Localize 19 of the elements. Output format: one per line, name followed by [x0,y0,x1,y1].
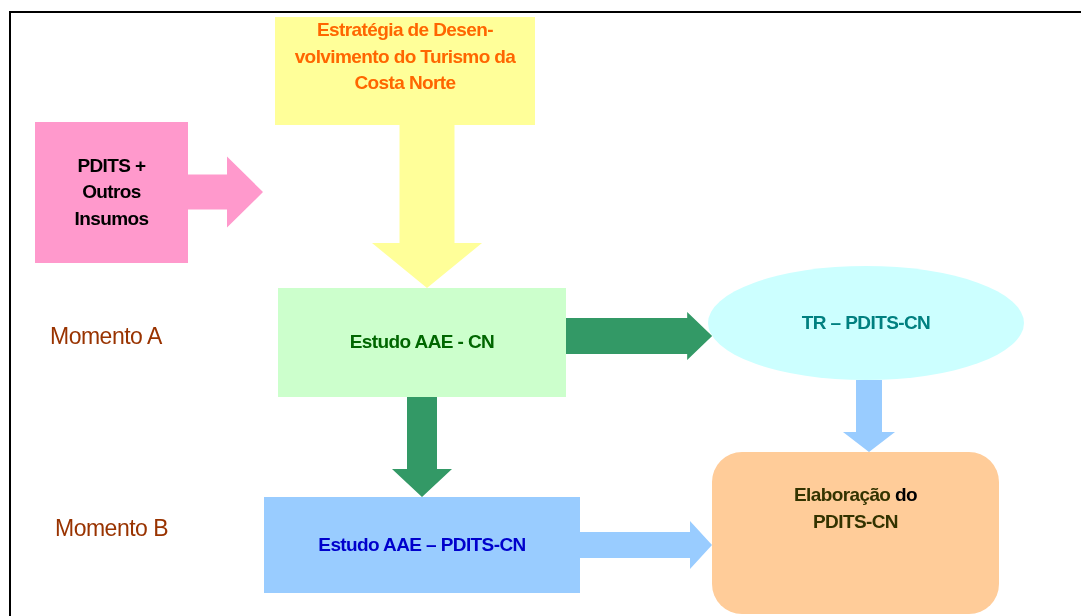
strategy-box [275,17,535,125]
node-text: Estudo AAE - CN [349,330,495,355]
elaboration-box [712,452,999,614]
block-arrow [843,380,895,452]
node-text: Estratégia de Desen-volvimento do Turismo da Costa Norte [293,18,517,96]
input-box [35,122,188,263]
node-text: Estudo AAE – PDITS-CN [318,532,526,557]
node-text: PDITS + Outros Insumos [73,153,150,231]
study-box [264,497,580,593]
block-arrow [188,156,263,228]
block-arrow [372,125,482,288]
block-arrow [566,312,713,360]
node-text: TR – PDITS-CN [801,310,931,335]
phase-label: Momento B [55,515,169,542]
node-text: Elaboração do PDITS-CN [792,483,919,534]
phase-label: Momento A [50,323,162,350]
block-arrow [392,397,452,497]
study-box [278,288,566,397]
block-arrow [580,521,712,569]
